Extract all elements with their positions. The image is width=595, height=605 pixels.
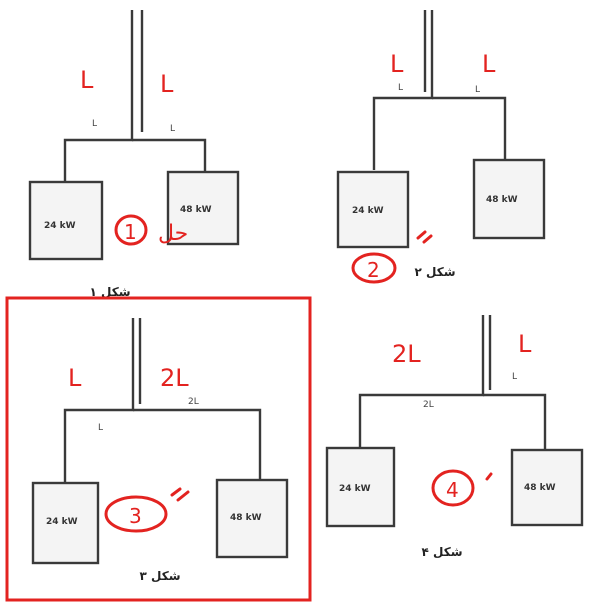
load-label-right: 48 kW: [486, 195, 518, 205]
segment-label-left: L: [92, 119, 97, 129]
circled-number: 4: [446, 478, 459, 502]
load-label-right: 48 kW: [524, 483, 556, 493]
annotation-length-right: L: [160, 70, 174, 98]
segment-label-right: L: [170, 124, 175, 134]
load-label-right: 48 kW: [230, 513, 262, 523]
figure-caption: شکل ۱: [90, 285, 131, 299]
segment-label-left: 2L: [423, 400, 434, 410]
annotation-length-left: L: [390, 50, 404, 78]
annotation-length-right: 2L: [160, 364, 189, 392]
load-label-left: 24 kW: [44, 221, 76, 231]
circled-number: 2: [367, 258, 380, 282]
annotation-solution-word: حل: [158, 221, 188, 246]
figure-caption: شکل ۲: [415, 265, 456, 279]
load-box-left: [336, 170, 410, 249]
load-box-right: [215, 478, 289, 559]
circled-number-ring: [351, 252, 397, 284]
circled-number: 3: [129, 504, 142, 528]
load-label-left: 24 kW: [339, 484, 371, 494]
load-box-right: [510, 448, 584, 527]
load-label-left: 24 kW: [352, 206, 384, 216]
circled-number-ring: [431, 469, 475, 507]
load-box-right: [472, 158, 546, 240]
annotation-length-left: L: [80, 66, 94, 94]
figure-3: 24 kW 48 kW L 2L شکل ۳ L 2L 3: [5, 296, 312, 602]
figure-2: 24 kW 48 kW L L شکل ۲ L L 2: [336, 10, 546, 284]
segment-label-right: 2L: [188, 397, 199, 407]
segment-label-left: L: [398, 83, 403, 93]
load-box-left: [325, 446, 396, 528]
load-label-right: 48 kW: [180, 205, 212, 215]
figure-4: 24 kW 48 kW 2L L شکل ۴ 2L L 4: [325, 315, 584, 559]
annotation-length-right: L: [518, 330, 532, 358]
segment-label-right: L: [512, 372, 517, 382]
load-box-left: [31, 481, 100, 565]
circled-number-ring: [104, 495, 168, 533]
load-label-left: 24 kW: [46, 517, 78, 527]
circled-number-ring: [114, 214, 148, 246]
load-box-right: [166, 170, 240, 246]
segment-label-right: L: [475, 85, 480, 95]
annotation-length-right: L: [482, 50, 496, 78]
highlight-frame: [5, 296, 312, 602]
load-box-left: [28, 180, 104, 261]
annotation-length-left: L: [68, 364, 82, 392]
figure-caption: شکل ۳: [140, 569, 181, 583]
figure-caption: شکل ۴: [422, 545, 463, 559]
circled-number: 1: [124, 220, 137, 244]
segment-label-left: L: [98, 423, 103, 433]
figure-1: 24 kW 48 kW L L شکل ۱ L L 1 حل: [28, 10, 240, 299]
annotation-length-left: 2L: [392, 340, 421, 368]
